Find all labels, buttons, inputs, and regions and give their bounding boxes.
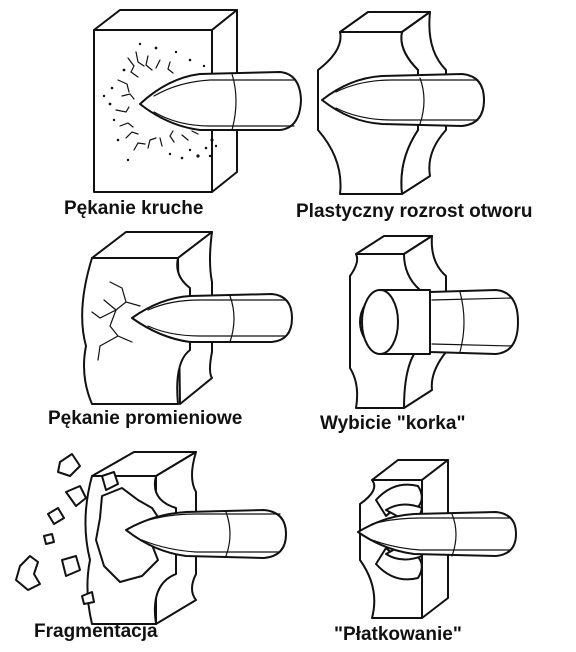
panel-petalling-illustration: [358, 460, 516, 618]
caption-ductile-hole-growth: Plastyczny rozrost otworu: [296, 202, 533, 221]
panel-brittle-fracture-illustration: [94, 10, 301, 192]
caption-fragmentation: Fragmentacja: [34, 622, 158, 641]
caption-radial-cracking: Pękanie promieniowe: [48, 409, 242, 428]
panel-fragmentation-illustration: [16, 452, 286, 624]
panel-radial-cracking-illustration: [82, 232, 292, 404]
caption-petalling: "Płatkowanie": [334, 625, 462, 644]
panel-plugging-illustration: [350, 236, 518, 408]
caption-plugging: Wybicie "korka": [320, 414, 465, 433]
panel-ductile-hole-growth-illustration: [318, 12, 484, 194]
caption-brittle-fracture: Pękanie kruche: [64, 199, 203, 218]
